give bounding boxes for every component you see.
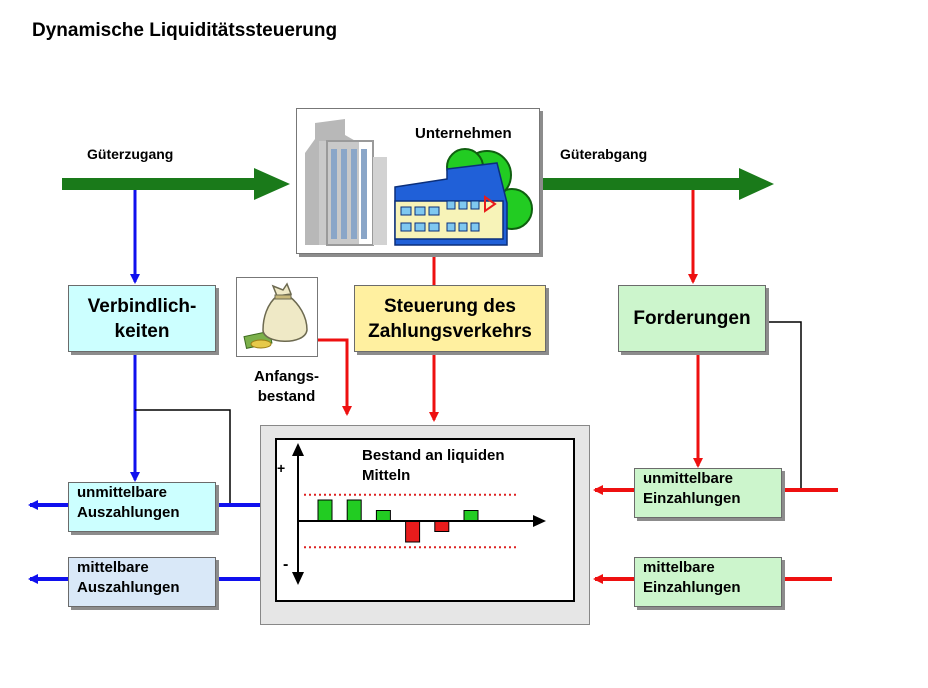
unternehmen-label: Unternehmen [415,125,512,142]
mit-auszahlungen-line2: Auszahlungen [77,579,180,596]
money-bag-icon [243,282,308,349]
unm-einzahlungen-line2: Einzahlungen [643,490,741,507]
chart-minus-label: - [283,556,289,573]
mit-einzahlungen-box: mittelbare Einzahlungen [634,557,782,607]
connector-forderungen [766,321,802,490]
chart-plus-label: + [277,460,286,476]
unm-einzahlungen-box: unmittelbare Einzahlungen [634,468,782,518]
chart-title-line1: Bestand an liquiden [362,447,505,464]
chart-bar [375,510,391,522]
arrow-anfangsbestand-to-chart [318,338,352,416]
gueterzugang-label: Güterzugang [87,146,174,162]
verbindlichkeiten-line2: keiten [114,320,170,342]
anfangsbestand-label: Anfangs- bestand [254,367,319,407]
steuerung-line1: Steuerung des [384,295,516,317]
y-axis-arrowhead-top [292,443,304,456]
forderungen-box: Forderungen [618,285,766,352]
page-title: Dynamische Liquiditätssteuerung [32,20,338,41]
unm-auszahlungen-box: unmittelbare Auszahlungen [68,482,216,532]
chart-bar [317,499,333,522]
chart-bar [463,510,479,522]
forderungen-label: Forderungen [633,308,751,329]
chart-bar [434,520,450,532]
x-axis-arrowhead [533,515,546,527]
verbindlichkeiten-box: Verbindlich- keiten [68,285,216,352]
mit-auszahlungen-line1: mittelbare [77,559,149,576]
steuerung-box: Steuerung des Zahlungsverkehrs [354,285,546,352]
unm-auszahlungen-line2: Auszahlungen [77,504,180,521]
chart-title: Bestand an liquiden Mitteln [362,446,505,486]
anfangsbestand-label-line1: Anfangs- [254,368,319,385]
chart-bar [346,499,362,522]
goods-flow-in-arrow [62,168,290,200]
company-buildings-icon [305,119,533,246]
unm-einzahlungen-line1: unmittelbare [643,470,734,487]
connector-verbindlichkeiten [135,409,231,503]
anfangsbestand-illustration [236,277,318,357]
chart-title-line2: Mitteln [362,467,411,484]
y-axis-arrowhead-bottom [292,572,304,585]
verbindlichkeiten-line1: Verbindlich- [87,295,197,317]
chart-bar [405,520,421,543]
gueterabgang-label: Güterabgang [560,146,648,162]
unternehmen-illustration: Unternehmen [296,108,540,254]
steuerung-line2: Zahlungsverkehrs [368,320,532,342]
mit-einzahlungen-line1: mittelbare [643,559,715,576]
mit-auszahlungen-box: mittelbare Auszahlungen [68,557,216,607]
mit-einzahlungen-line2: Einzahlungen [643,579,741,596]
goods-flow-out-arrow [541,168,774,200]
unm-auszahlungen-line1: unmittelbare [77,484,168,501]
anfangsbestand-label-line2: bestand [257,388,316,405]
